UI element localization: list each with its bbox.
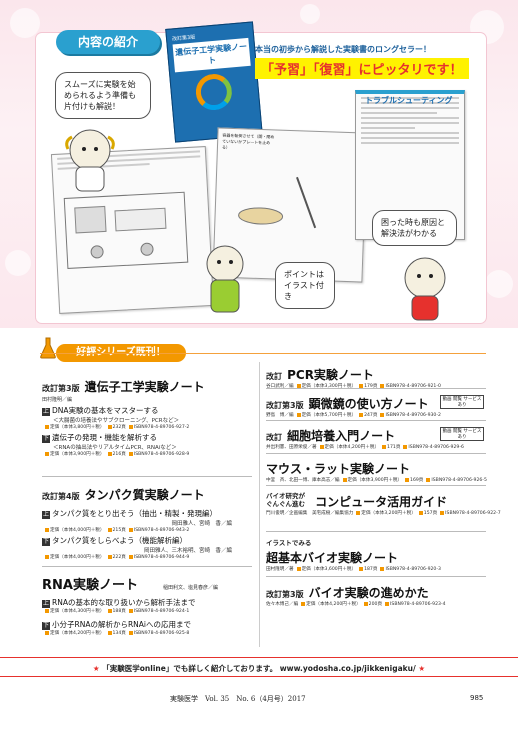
sample-page-center: 容器を転倒させて（開・閉めていないかプレートを止める） (212, 127, 368, 283)
book-author: 稲田利文、塩見春彦／編 (163, 585, 219, 591)
book-entry-cell-culture: 改訂 細胞培養入門ノート 井出利憲、田原栄俊／著定価（本体4,200円＋税）17… (266, 425, 486, 450)
sheep-helper-icon (404, 257, 446, 321)
video-service-badge: 動画 閲覧 サービスあり (440, 427, 484, 441)
note-text: 容器を転倒させて（開・閉めていないかプレートを止める） (221, 132, 275, 150)
promo-title: 内容の紹介 (56, 30, 160, 54)
book-title: コンピュータ活用ガイド (315, 495, 448, 509)
promo-panel: 内容の紹介 改訂第3版 遺伝子工学実験ノート 本当の初歩から解説した実験書のロン… (0, 0, 518, 328)
book-author: 田村隆明／編 (42, 397, 73, 403)
flask-icon (40, 337, 56, 359)
sheep-mascot-icon (65, 129, 115, 192)
book-entry-protein: 改訂第4版 タンパク質実験ノート 上タンパク質をとり出そう（抽出・精製・発現編）… (42, 484, 252, 560)
footer-link-line[interactable]: ★ 「実験医学online」でも詳しく紹介しております。 www.yodosha… (0, 663, 518, 674)
book-cover: 改訂第3版 遺伝子工学実験ノート (165, 21, 263, 143)
volume-title: 下小分子RNAの解析からRNAiへの応用まで (42, 620, 191, 630)
book-entry-mouse-rat: マウス・ラット実験ノート 中釜 斉、北田一博、庫本高志／編定価（本体3,900円… (266, 458, 487, 483)
book-title: マウス・ラット実験ノート (266, 462, 411, 476)
book-title: 顕微鏡の使い方ノート (308, 397, 429, 411)
journal-info: 実験医学 Vol. 35 No. 6（4月号）2017 (170, 695, 306, 703)
footer-text[interactable]: 「実験医学online」でも詳しく紹介しております。 www.yodosha.c… (102, 664, 416, 673)
bubble-left: スムーズに実験を始められるよう準備も片付けも解説！ (55, 72, 151, 119)
volume-title: 下遺伝子の発現・機能を解析する (42, 433, 157, 443)
book-entry-microscope: 改訂第3版 顕微鏡の使い方ノート 野島 博／編定価（本体5,700円＋税）247… (266, 393, 486, 418)
pipette-illustration-icon (238, 176, 317, 229)
video-service-badge: 動画 閲覧 サービスあり (440, 395, 484, 409)
sample-page-left (50, 146, 215, 314)
book-title: バイオ実験の進めかた (308, 586, 429, 600)
book-entry-computer: バイオ研究がぐんぐん進む コンピュータ活用ガイド 門川俊明／企画編集 美宅成樹／… (266, 492, 501, 516)
trouble-heading: トラブルシューティング (365, 96, 453, 105)
star-icon: ★ (418, 664, 426, 673)
book-title: 遺伝子工学実験ノート (172, 37, 251, 73)
page-number: 985 (470, 694, 484, 702)
lead-line-1: 本当の初歩から解説した実験書のロングセラー！ (255, 45, 431, 54)
book-title: タンパク質実験ノート (84, 488, 205, 502)
book-title: RNA実験ノート (42, 578, 138, 593)
book-entry-bio-experiment: 改訂第3版 バイオ実験の進めかた 佐々木博己／編定価（本体4,200円＋税）20… (266, 582, 486, 607)
volume-title: 上タンパク質をとり出そう（抽出・精製・発現編） (42, 509, 217, 519)
bubble-right: 困った時も原因と解決法がわかる (372, 210, 457, 246)
volume-title: 下タンパク質をしらべよう（機能解析編） (42, 536, 187, 546)
series-divider (40, 353, 486, 354)
book-title: 超基本バイオ実験ノート (266, 551, 399, 565)
lead-line-2: 「予習」「復習」にピッタリです！ (255, 58, 469, 79)
book-entry-basic-bio: イラストでみる 超基本バイオ実験ノート 田村隆明／著定価（本体3,600円＋税）… (266, 537, 486, 572)
book-title: 細胞培養入門ノート (287, 429, 396, 443)
lab-illustration-icon (63, 191, 189, 269)
sheep-scientist-icon (206, 245, 244, 313)
bubble-point: ポイントはイラスト付き (275, 262, 335, 309)
book-graphic-icon (194, 72, 234, 112)
star-icon: ★ (92, 664, 100, 673)
book-title: 遺伝子工学実験ノート (84, 380, 205, 394)
book-title: PCR実験ノート (287, 368, 374, 382)
